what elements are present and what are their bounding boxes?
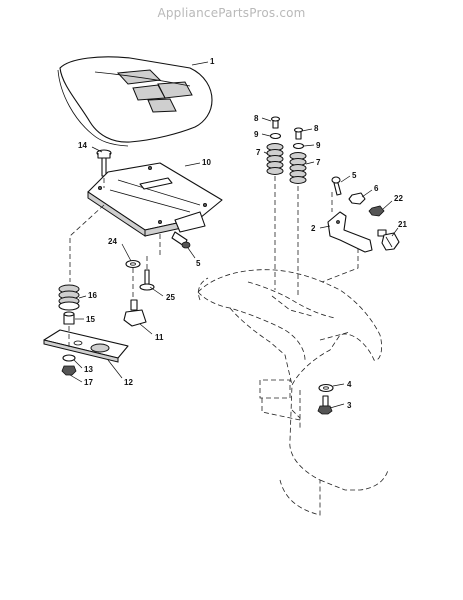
callout-washer-24: 24 bbox=[108, 237, 117, 246]
callouts: 1 2 3 4 5 5 6 7 7 8 8 9 9 10 11 12 13 14… bbox=[78, 57, 407, 410]
watermark: AppliancePartsPros.com bbox=[157, 6, 306, 20]
assembly-lines-right bbox=[274, 176, 359, 418]
callout-bracket-2: 2 bbox=[311, 224, 316, 233]
plate-12 bbox=[43, 329, 129, 363]
callout-seat-pan-10: 10 bbox=[202, 158, 211, 167]
leader-lines bbox=[69, 61, 399, 409]
callout-bushing-15: 15 bbox=[86, 315, 95, 324]
seat bbox=[57, 56, 213, 147]
callout-screw-5a: 5 bbox=[196, 259, 201, 268]
assembly-lines-left bbox=[68, 178, 161, 350]
nut-17 bbox=[61, 365, 77, 376]
washer-13 bbox=[62, 354, 76, 362]
callout-bolt-8a: 8 bbox=[254, 114, 259, 123]
callout-washer-9a: 9 bbox=[254, 130, 259, 139]
callout-spring-16: 16 bbox=[88, 291, 97, 300]
bolt-3 bbox=[317, 395, 333, 415]
callout-bolt-14: 14 bbox=[78, 141, 87, 150]
bolt-25 bbox=[139, 269, 155, 291]
spring-16 bbox=[58, 284, 80, 311]
knob-21 bbox=[377, 229, 400, 251]
callout-nut-17: 17 bbox=[84, 378, 93, 387]
callout-washer-13: 13 bbox=[84, 365, 93, 374]
screw-5a bbox=[171, 231, 191, 249]
callout-seat: 1 bbox=[210, 57, 215, 66]
callout-spring-7b: 7 bbox=[316, 158, 321, 167]
callout-washer-9b: 9 bbox=[316, 141, 321, 150]
nut-6 bbox=[348, 192, 366, 205]
callout-screw-5b: 5 bbox=[352, 171, 357, 180]
washer-4 bbox=[318, 383, 334, 393]
seat-pan-10 bbox=[87, 162, 223, 237]
callout-spring-7a: 7 bbox=[256, 148, 261, 157]
spring-7a bbox=[266, 143, 284, 175]
bracket-2 bbox=[327, 211, 373, 253]
knob-11 bbox=[123, 299, 147, 327]
washer-9b bbox=[292, 142, 305, 150]
washer-9a bbox=[269, 132, 282, 140]
screw-5b bbox=[331, 176, 342, 196]
callout-washer-4: 4 bbox=[347, 380, 352, 389]
callout-plate-12: 12 bbox=[124, 378, 133, 387]
nut-22 bbox=[368, 205, 385, 217]
bushing-15 bbox=[63, 311, 75, 325]
callout-nut-22: 22 bbox=[394, 194, 403, 203]
bolt-8b bbox=[293, 127, 304, 140]
callout-bolt-25: 25 bbox=[166, 293, 175, 302]
callout-knob-21: 21 bbox=[398, 220, 407, 229]
callout-nut-6: 6 bbox=[374, 184, 379, 193]
callout-knob-11: 11 bbox=[155, 333, 164, 342]
callout-bolt-3: 3 bbox=[347, 401, 352, 410]
callout-bolt-8b: 8 bbox=[314, 124, 319, 133]
washer-24 bbox=[125, 259, 141, 269]
spring-7b bbox=[289, 152, 307, 184]
bolt-8a bbox=[270, 116, 281, 129]
fender bbox=[197, 269, 389, 516]
